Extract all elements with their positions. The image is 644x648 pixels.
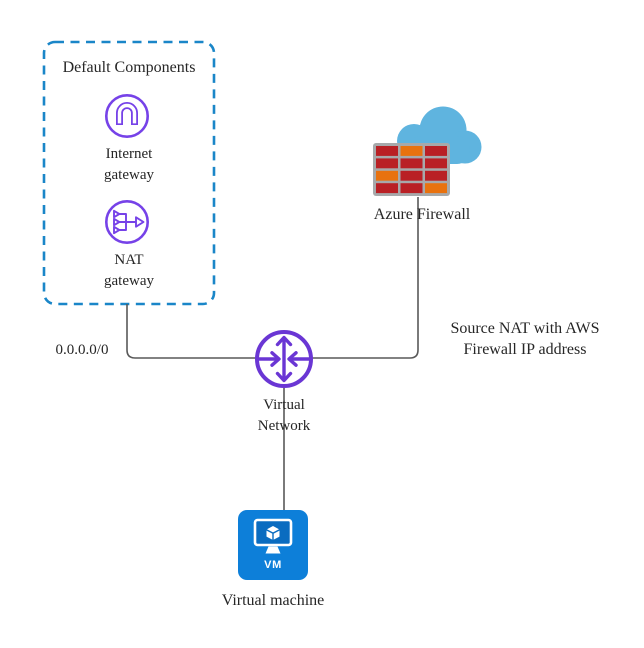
route-annotation: 0.0.0.0/0 xyxy=(55,342,109,358)
azure-firewall-icon xyxy=(373,106,482,196)
monitor-stand xyxy=(265,546,281,554)
nat-gateway-icon xyxy=(104,199,150,245)
virtual-network-icon xyxy=(255,330,313,388)
nat-gateway-label: NAT gateway xyxy=(79,250,179,292)
virtual-network-label-line1: Virtual xyxy=(263,397,305,413)
internet-gateway-icon xyxy=(104,93,150,139)
nat-branches-glyph xyxy=(113,209,145,235)
nat-gateway-label-line1: NAT xyxy=(114,252,144,268)
default-components-title: Default Components xyxy=(62,59,196,76)
virtual-network-label: Virtual Network xyxy=(234,395,334,437)
azure-firewall-label: Azure Firewall xyxy=(373,206,471,223)
default-components-box-border xyxy=(42,40,216,306)
vm-badge: VM xyxy=(264,559,282,571)
firewall-wall-icon xyxy=(373,143,450,196)
virtual-network-label-line2: Network xyxy=(257,418,311,434)
nat-gateway-label-line2: gateway xyxy=(104,273,154,289)
internet-gateway-label-line1: Internet xyxy=(105,146,153,162)
router-arrows-glyph xyxy=(255,335,313,383)
vm-node: VM xyxy=(238,510,308,580)
source-nat-annotation: Source NAT with AWS Firewall IP address xyxy=(424,318,626,360)
internet-gateway-label-line2: gateway xyxy=(104,167,154,183)
virtual-machine-label: Virtual machine xyxy=(221,592,325,609)
source-nat-annotation-line2: Firewall IP address xyxy=(463,341,587,358)
source-nat-annotation-line1: Source NAT with AWS xyxy=(450,320,600,337)
internet-gateway-label: Internet gateway xyxy=(79,144,179,186)
monitor-icon xyxy=(253,518,293,554)
